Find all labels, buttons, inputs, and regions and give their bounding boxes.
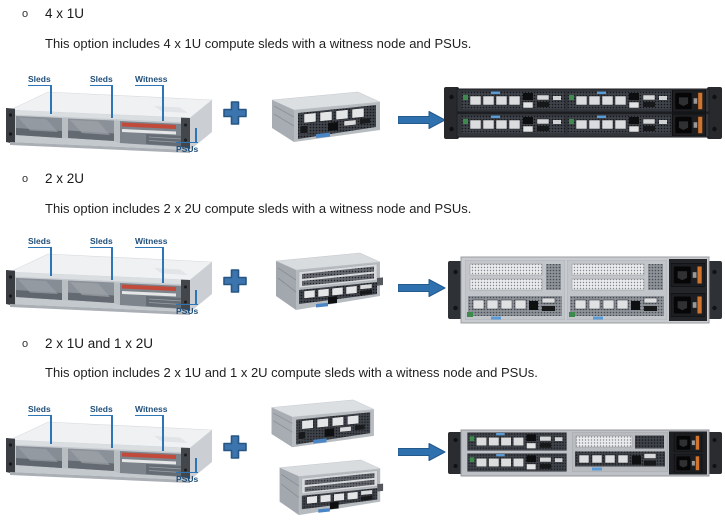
compute-sled-1u-image <box>258 90 384 148</box>
empty-chassis-illustration: Sleds Sleds Witness PSUs <box>4 404 220 492</box>
label-sleds-left: Sleds <box>28 404 52 416</box>
option-heading-4x1u: 4 x 1U <box>45 6 85 21</box>
label-sleds-middle: Sleds <box>90 404 113 416</box>
assembled-rear-2x1u-1x2u-image <box>448 428 722 478</box>
label-psus: PSUs <box>176 472 199 484</box>
figure-2x2u: Sleds Sleds Witness PSUs <box>0 234 725 338</box>
leader-line <box>195 458 197 472</box>
option-description-2x1u-1x2u: This option includes 2 x 1U and 1 x 2U c… <box>45 365 538 380</box>
option-description-2x2u: This option includes 2 x 2U compute sled… <box>45 201 472 216</box>
label-witness: Witness <box>135 236 168 248</box>
label-psus: PSUs <box>176 304 199 316</box>
label-sleds-left: Sleds <box>28 236 52 248</box>
leader-line <box>111 415 113 448</box>
leader-line <box>195 290 197 304</box>
leader-line <box>111 85 113 118</box>
list-bullet: o <box>22 338 29 350</box>
option-heading-2x2u: 2 x 2U <box>45 171 85 186</box>
arrow-right-icon <box>398 110 446 130</box>
empty-chassis-illustration: Sleds Sleds Witness PSUs <box>4 74 220 162</box>
leader-line <box>111 247 113 280</box>
option-heading-2x1u-1x2u: 2 x 1U and 1 x 2U <box>45 336 154 351</box>
plus-icon <box>222 268 248 294</box>
label-psus: PSUs <box>176 142 199 154</box>
compute-sled-2u-image <box>264 252 386 314</box>
list-bullet: o <box>22 8 29 20</box>
list-bullet: o <box>22 173 29 185</box>
label-sleds-middle: Sleds <box>90 74 113 86</box>
plus-icon <box>222 100 248 126</box>
leader-line <box>50 247 52 276</box>
leader-line <box>50 415 52 444</box>
compute-sled-2u-image <box>268 458 386 520</box>
label-witness: Witness <box>135 404 168 416</box>
leader-line <box>162 415 164 451</box>
figure-2x1u-1x2u: Sleds Sleds Witness PSUs <box>0 398 725 528</box>
label-sleds-middle: Sleds <box>90 236 113 248</box>
arrow-right-icon <box>398 278 446 298</box>
leader-line <box>162 85 164 121</box>
leader-line <box>195 128 197 142</box>
label-sleds-left: Sleds <box>28 74 52 86</box>
arrow-right-icon <box>398 442 446 462</box>
assembled-rear-4x1u-image <box>444 84 722 142</box>
label-witness: Witness <box>135 74 168 86</box>
leader-line <box>50 85 52 114</box>
compute-sled-1u-image <box>258 398 378 453</box>
plus-icon <box>222 434 248 460</box>
empty-chassis-illustration: Sleds Sleds Witness PSUs <box>4 236 220 324</box>
option-description-4x1u: This option includes 4 x 1U compute sled… <box>45 36 472 51</box>
leader-line <box>162 247 164 283</box>
figure-4x1u: Sleds Sleds Witness PSUs <box>0 74 725 170</box>
assembled-rear-2x2u-image <box>448 254 722 326</box>
